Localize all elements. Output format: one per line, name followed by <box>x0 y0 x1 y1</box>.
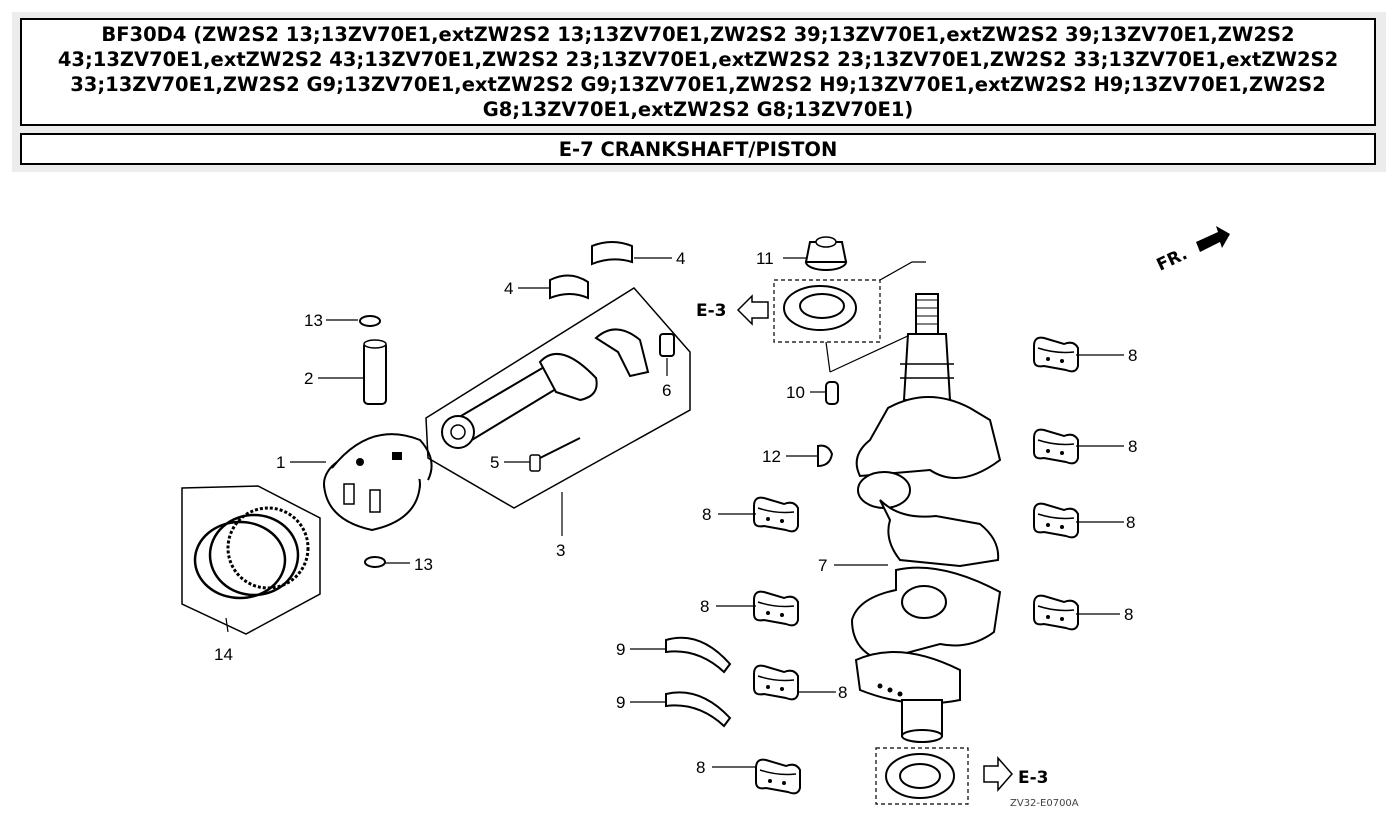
callout-1: 1 <box>276 453 285 472</box>
ref-e3-bottom: E-3 <box>983 756 1049 792</box>
callout-3: 3 <box>556 541 565 560</box>
rod-bearing-upper <box>591 241 633 266</box>
callout-8-l4: 8 <box>696 758 705 777</box>
piston <box>323 433 433 532</box>
rod-cap <box>594 328 650 378</box>
rod-bearing-lower <box>549 274 589 300</box>
main-bearing-l1 <box>753 496 799 533</box>
main-bearing-r2 <box>1033 428 1079 465</box>
callout-8-r4: 8 <box>1124 605 1133 624</box>
main-bearing-r3 <box>1033 502 1079 539</box>
pin-clip-bottom <box>364 556 386 568</box>
callout-13-top: 13 <box>304 311 323 330</box>
callout-9-lower: 9 <box>616 693 625 712</box>
main-bearing-l2 <box>753 590 799 627</box>
callout-8-r1: 8 <box>1128 346 1137 365</box>
arrow-right-icon <box>983 756 1013 792</box>
woodruff-key-lower <box>817 444 834 468</box>
rod-bolt <box>529 454 541 472</box>
thrust-washer-upper <box>665 636 732 674</box>
piston-ring-set <box>181 485 321 635</box>
callout-6: 6 <box>662 381 671 400</box>
oil-seal-bottom <box>875 747 969 805</box>
callout-8-l1: 8 <box>702 505 711 524</box>
ref-e3-top-label: E-3 <box>696 301 727 321</box>
front-direction-arrow: FR. <box>1154 226 1230 276</box>
callout-8-l3: 8 <box>838 683 847 702</box>
thrust-washer-lower <box>665 691 732 728</box>
connecting-rod-assembly <box>425 287 691 536</box>
callout-10: 10 <box>786 383 805 402</box>
arrow-left-icon <box>736 294 769 326</box>
model-title: BF30D4 (ZW2S2 13;13ZV70E1,extZW2S2 13;13… <box>20 18 1376 126</box>
callout-4-upper: 4 <box>676 249 685 268</box>
woodruff-key-upper <box>825 381 839 405</box>
callout-8-l2: 8 <box>700 597 709 616</box>
rod-nut <box>659 333 675 357</box>
callout-7: 7 <box>818 556 827 575</box>
callout-5: 5 <box>490 453 499 472</box>
flange-nut <box>804 236 848 271</box>
main-bearing-l4 <box>755 758 801 795</box>
pin-clip-top <box>359 315 381 327</box>
callout-13-bottom: 13 <box>414 555 433 574</box>
ref-e3-bottom-label: E-3 <box>1018 768 1049 788</box>
callout-11: 11 <box>756 249 774 268</box>
callout-8-r2: 8 <box>1128 437 1137 456</box>
callout-12: 12 <box>762 447 781 466</box>
section-title: E-7 CRANKSHAFT/PISTON <box>20 133 1376 165</box>
crankshaft <box>850 293 1002 743</box>
leader-lines <box>290 257 1124 768</box>
callout-8-r3: 8 <box>1126 513 1135 532</box>
oil-seal-top <box>773 261 926 373</box>
main-bearing-l3 <box>753 664 799 701</box>
main-bearing-r4 <box>1033 594 1079 631</box>
callout-4-lower: 4 <box>504 279 513 298</box>
ref-e3-top: E-3 <box>696 294 769 326</box>
fr-label: FR. <box>1154 244 1191 275</box>
callout-9-upper: 9 <box>616 640 625 659</box>
callout-2: 2 <box>304 369 313 388</box>
fr-arrow-icon <box>1196 226 1230 252</box>
callout-14: 14 <box>214 645 233 664</box>
drawing-code: ZV32-E0700A <box>1010 798 1079 809</box>
piston-pin <box>363 339 387 405</box>
main-bearing-r1 <box>1033 336 1079 373</box>
